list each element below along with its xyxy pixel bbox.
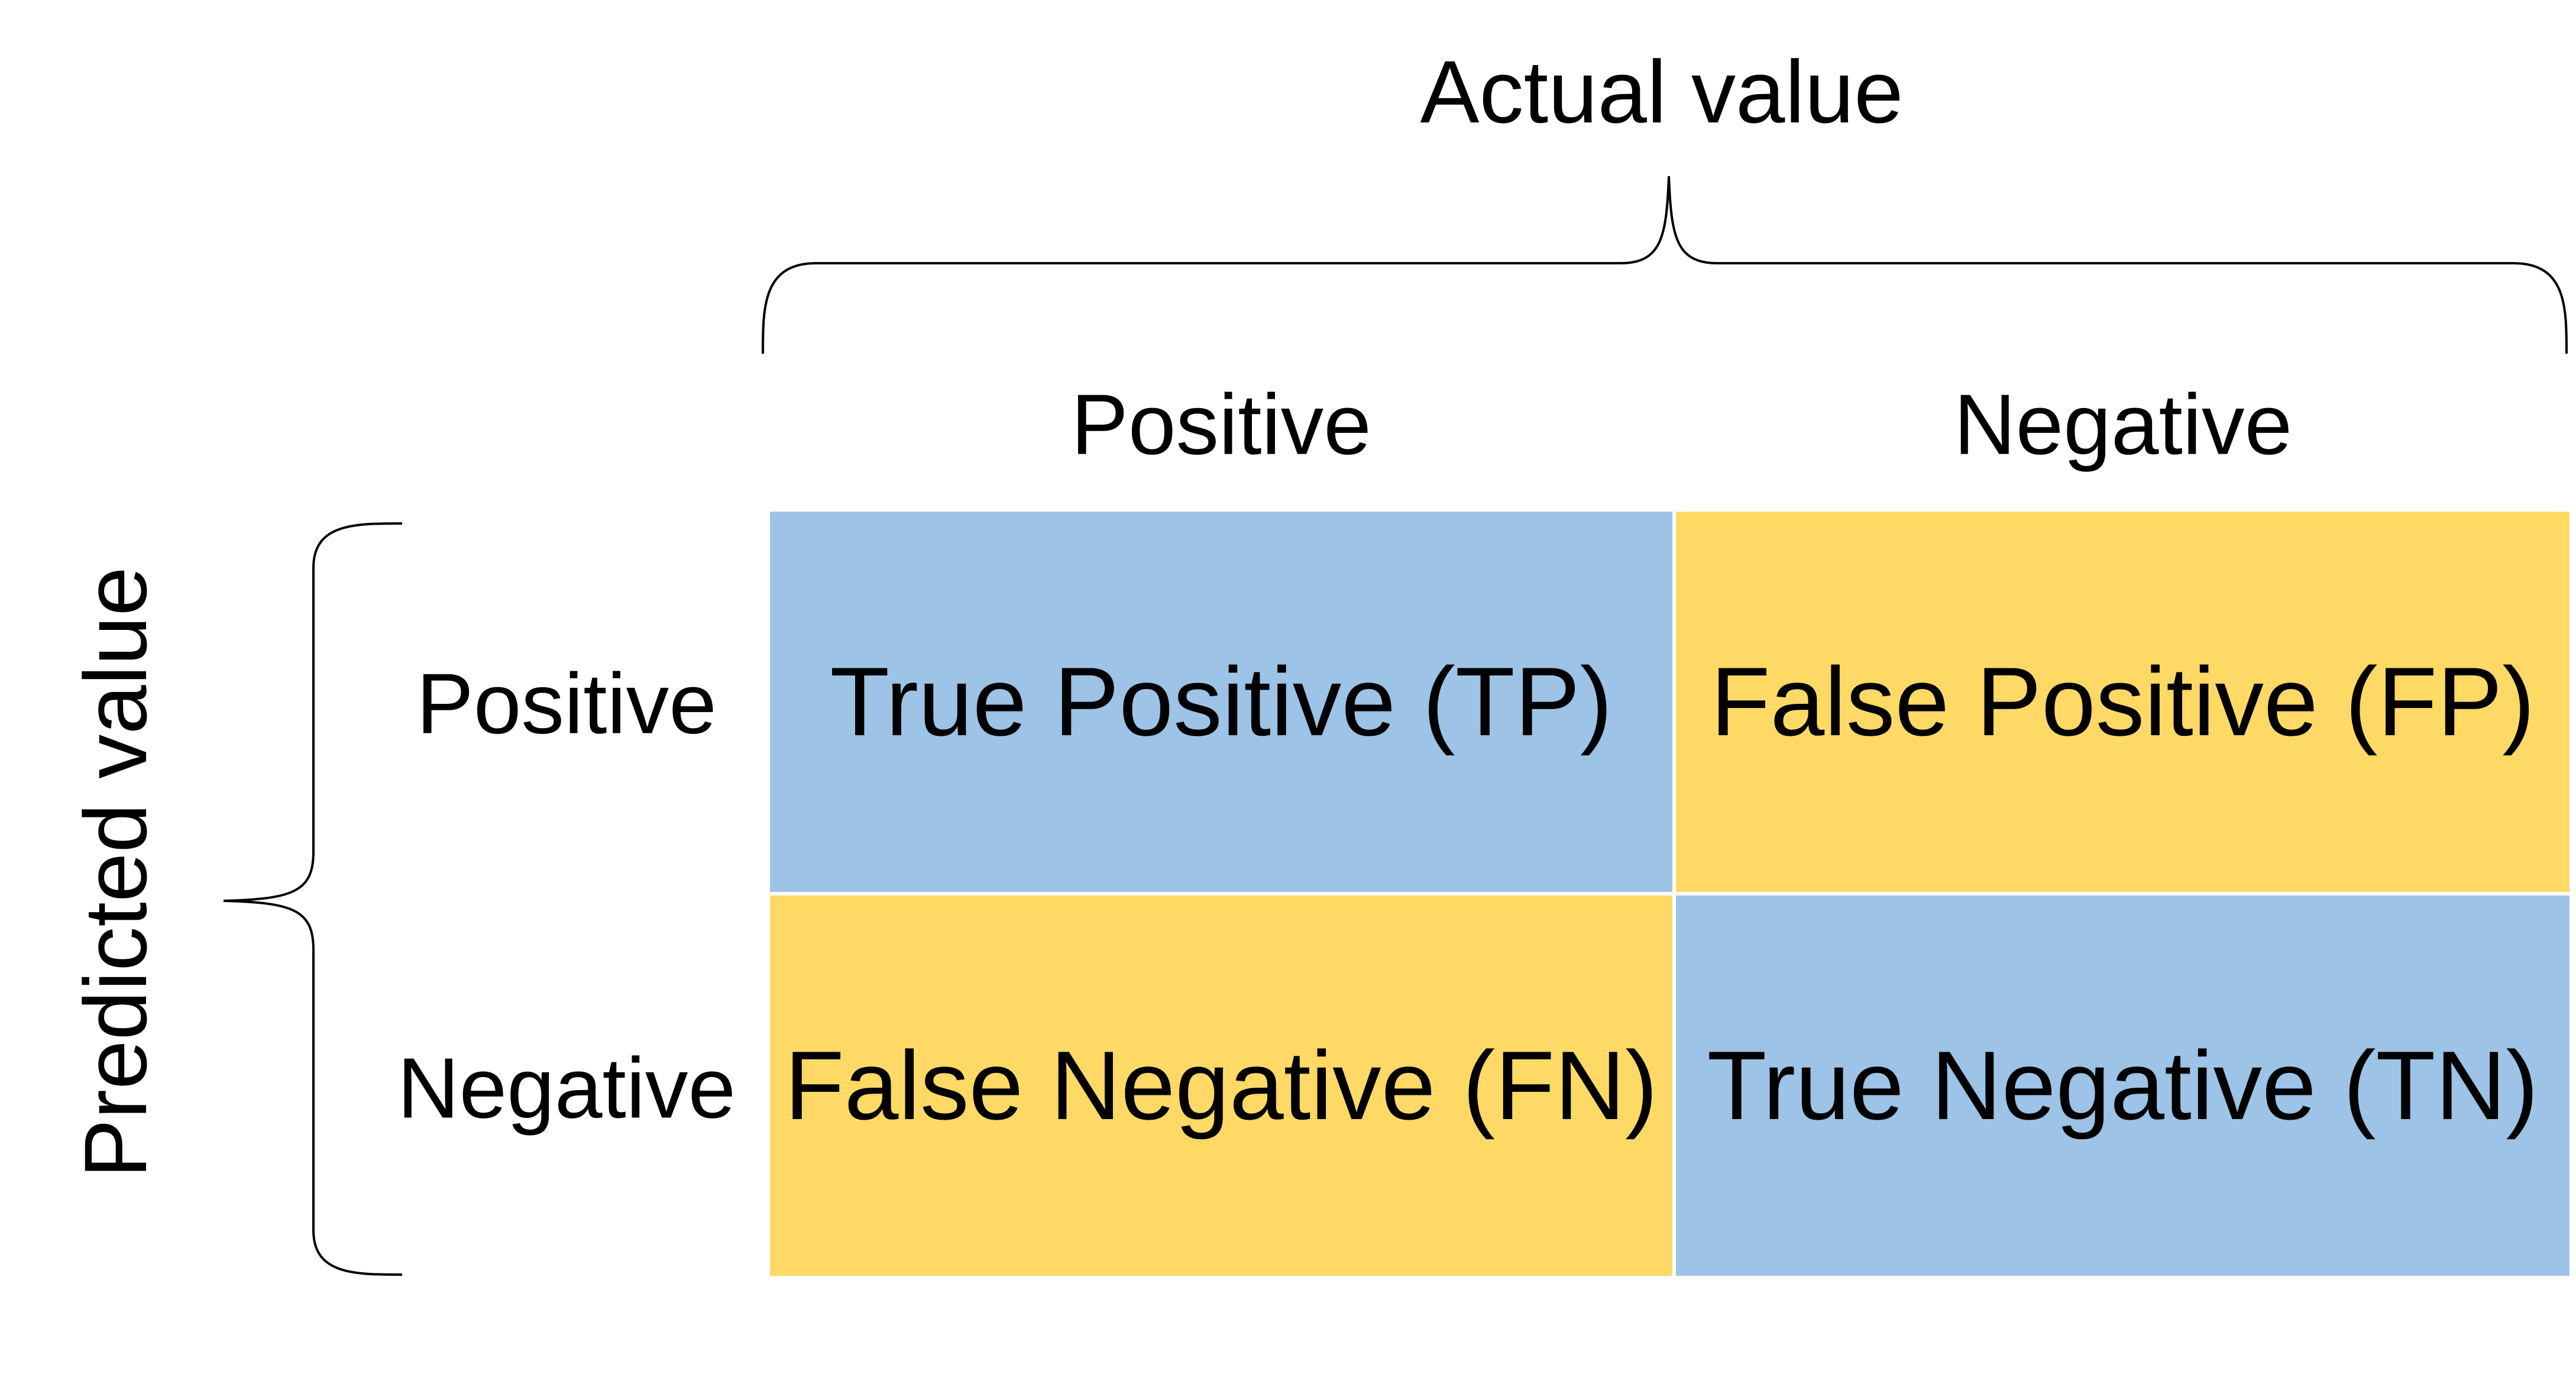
actual-value-brace — [762, 176, 2568, 354]
column-header-negative: Negative — [1953, 376, 2293, 473]
cell-true-positive: True Positive (TP) — [770, 512, 1672, 892]
cell-false-negative: False Negative (FN) — [770, 895, 1672, 1276]
cell-true-negative: True Negative (TN) — [1676, 895, 2569, 1276]
predicted-value-brace — [223, 522, 403, 1276]
actual-value-title: Actual value — [1420, 42, 1904, 141]
column-header-positive: Positive — [1071, 376, 1371, 473]
row-header-negative: Negative — [397, 1040, 736, 1136]
cell-false-positive: False Positive (FP) — [1676, 512, 2569, 892]
predicted-value-title: Predicted value — [66, 567, 165, 1178]
row-header-positive: Positive — [416, 655, 717, 752]
